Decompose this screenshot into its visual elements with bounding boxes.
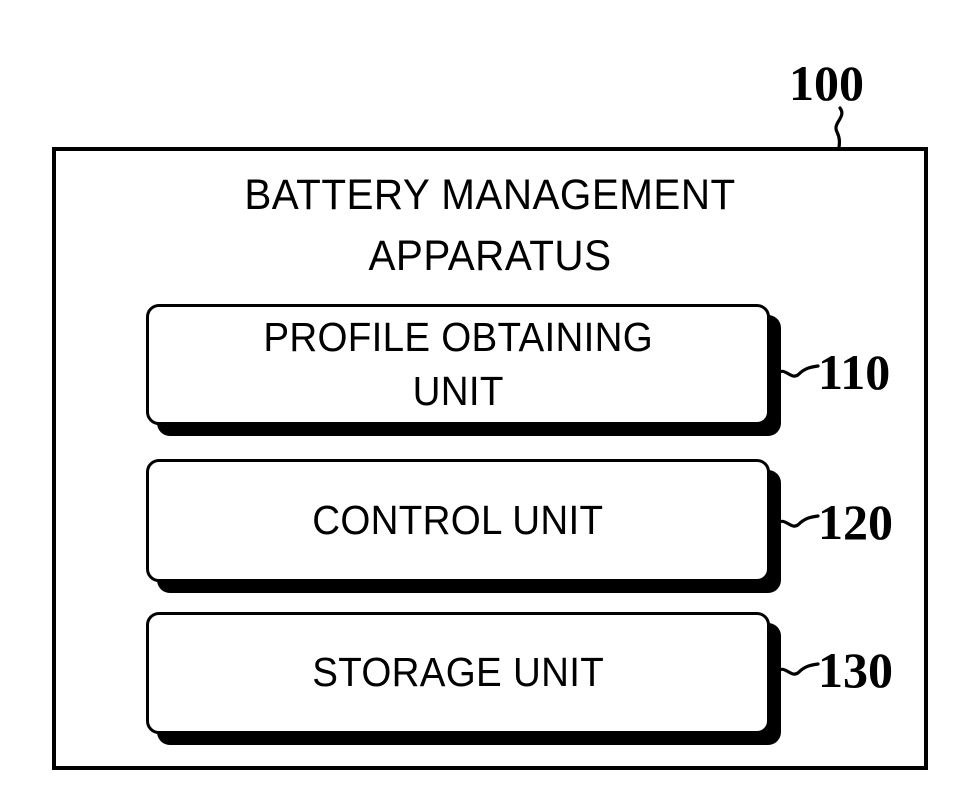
apparatus-title: BATTERY MANAGEMENT APPARATUS	[244, 171, 736, 281]
control-unit-box: CONTROL UNIT	[146, 459, 770, 582]
storage-unit-label: STORAGE UNIT	[312, 649, 604, 696]
battery-management-apparatus-box: BATTERY MANAGEMENT APPARATUS PROFILE OBT…	[52, 147, 928, 770]
storage-unit-box: STORAGE UNIT	[146, 612, 770, 734]
tilde-leader-icon-110	[775, 364, 820, 378]
reference-numeral-110: 110	[818, 344, 891, 400]
reference-numeral-100: 100	[789, 55, 864, 111]
profile-obtaining-unit-label: PROFILE OBTAINING UNIT	[263, 314, 653, 414]
profile-obtaining-unit-box: PROFILE OBTAINING UNIT	[146, 304, 770, 425]
control-unit-label: CONTROL UNIT	[312, 496, 604, 543]
tilde-leader-icon-130	[775, 662, 820, 676]
squiggle-leader-icon-100	[834, 106, 844, 154]
reference-numeral-120: 120	[818, 494, 893, 550]
reference-numeral-130: 130	[818, 642, 893, 698]
tilde-leader-icon-120	[775, 514, 820, 528]
